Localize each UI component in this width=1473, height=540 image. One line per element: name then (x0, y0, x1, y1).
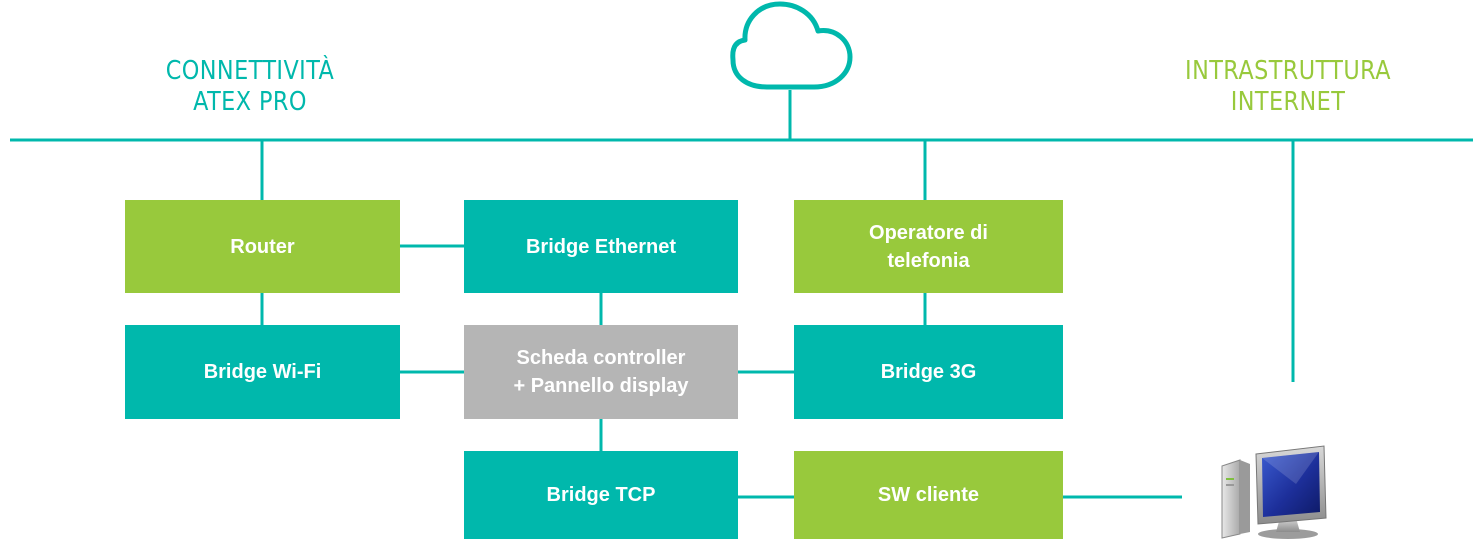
computer-icon (1221, 445, 1327, 539)
heading-connettivita: CONNETTIVITÀ ATEX PRO (151, 56, 349, 118)
heading-connettivita-line1: CONNETTIVITÀ (165, 56, 335, 86)
cloud-icon (730, 1, 853, 90)
bridge-wifi-box: Bridge Wi-Fi (125, 325, 400, 419)
router-label: Router (230, 235, 295, 258)
bridge-tcp-label: Bridge TCP (546, 484, 656, 506)
heading-infrastruttura: INTRASTRUTTURA INTERNET (1185, 56, 1391, 118)
sw-cliente-label: SW cliente (877, 484, 980, 506)
scheda-controller-box: Scheda controller + Pannello display (464, 325, 738, 419)
bridge-3g-box: Bridge 3G (794, 325, 1063, 419)
heading-connettivita-line2: ATEX PRO (193, 87, 307, 117)
bridge-tcp-box: Bridge TCP (464, 451, 738, 539)
bridge-ethernet-box: Bridge Ethernet (464, 200, 738, 293)
operatore-telefonia-box: Operatore di telefonia (794, 200, 1063, 293)
bridge-ethernet-label: Bridge Ethernet (525, 235, 677, 258)
heading-infrastruttura-line1: INTRASTRUTTURA (1185, 56, 1391, 86)
bridge-3g-label: Bridge 3G (880, 361, 977, 383)
operatore-label-line1: Operatore di (869, 221, 988, 244)
operatore-label-line2: telefonia (887, 249, 970, 272)
scheda-label-line2: + Pannello display (513, 375, 689, 397)
sw-cliente-box: SW cliente (794, 451, 1063, 539)
heading-infrastruttura-line2: INTERNET (1230, 87, 1346, 117)
router-box: Router (125, 200, 400, 293)
bridge-wifi-label: Bridge Wi-Fi (203, 361, 322, 383)
scheda-label-line1: Scheda controller (516, 347, 686, 369)
